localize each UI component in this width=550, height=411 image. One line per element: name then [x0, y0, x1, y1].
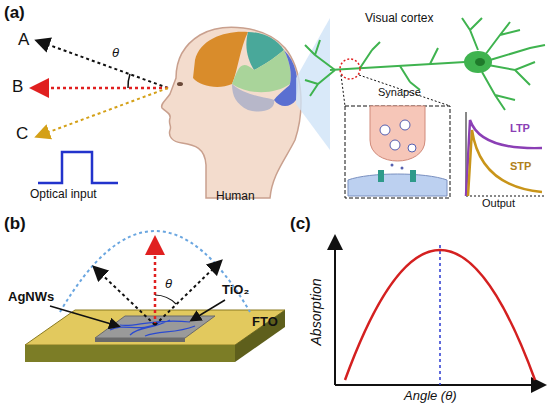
angle-symbol: θ: [165, 277, 172, 292]
panel-label: (b): [4, 214, 26, 234]
axis-label: Output: [482, 197, 515, 210]
zoom-line: [341, 75, 345, 106]
output-plot: [466, 112, 545, 196]
direction-label: B: [12, 77, 23, 97]
panel-label: (c): [290, 214, 311, 234]
input-label: Optical input: [30, 188, 97, 202]
part-label: Human: [216, 190, 255, 204]
part-label: TiO₂: [222, 283, 249, 298]
direction-label: A: [18, 30, 29, 50]
part-label: FTO: [252, 315, 278, 330]
projection-beam: [296, 18, 330, 150]
part-label: AgNWs: [8, 290, 54, 305]
part-label: Synapse: [378, 86, 421, 99]
axis-label: Absorption: [308, 279, 324, 346]
leader-line: [50, 306, 118, 326]
cell-body: [464, 51, 492, 73]
curve-label: LTP: [510, 122, 530, 135]
angle-symbol: θ: [112, 46, 119, 61]
curve-label: STP: [510, 160, 531, 173]
leader-line: [192, 300, 225, 320]
angle-mark: [155, 295, 176, 304]
pulse: [38, 152, 118, 183]
nucleus: [475, 58, 485, 66]
gaze-rays: [34, 41, 168, 136]
absorption-plot: [335, 238, 543, 385]
axis-label: Angle (θ): [404, 389, 457, 404]
panel-label: (a): [4, 3, 25, 23]
human-head: [162, 27, 301, 198]
synapse-inset: [345, 106, 450, 198]
normal-ray: [154, 240, 157, 325]
oblique-ray: [95, 268, 155, 325]
neuron: [305, 18, 545, 110]
direction-label: C: [16, 124, 28, 144]
synapse-marker: [340, 59, 360, 79]
zoom-line: [359, 75, 450, 106]
part-label: Visual cortex: [365, 12, 433, 26]
oblique-ray: [155, 262, 220, 325]
